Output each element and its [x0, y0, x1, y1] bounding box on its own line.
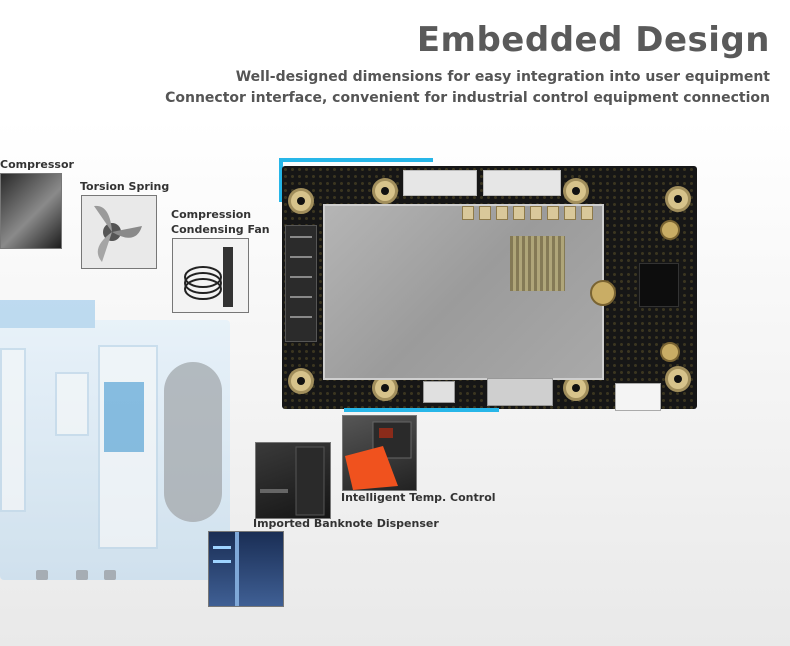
mounting-hole — [665, 186, 691, 212]
pin — [530, 206, 542, 220]
label-compression: Compression — [171, 208, 252, 221]
vending-machine-screen — [55, 372, 89, 436]
board-connector-small — [423, 381, 455, 403]
cabinet-door-image — [208, 531, 284, 607]
pin — [496, 206, 508, 220]
thermostat-icon — [345, 421, 412, 490]
label-compressor: Compressor — [0, 158, 74, 171]
pin-header — [462, 206, 598, 220]
label-condensing-fan: Condensing Fan — [171, 223, 270, 236]
subtitle-connector: Connector interface, convenient for indu… — [165, 90, 770, 106]
vending-machine-side-panel — [0, 348, 26, 512]
pin — [462, 206, 474, 220]
vending-machine-foot — [36, 570, 48, 580]
vending-machine-foot — [76, 570, 88, 580]
mounting-hole — [288, 188, 314, 214]
board-connector-top-left — [403, 170, 477, 196]
compressor-image — [0, 173, 62, 249]
vending-machine-top-sign — [0, 300, 95, 328]
qr-code-sticker — [510, 236, 565, 291]
label-temp-control: Intelligent Temp. Control — [341, 491, 496, 504]
temp-control-image — [342, 415, 417, 491]
label-torsion-spring: Torsion Spring — [80, 180, 170, 193]
mounting-hole — [288, 368, 314, 394]
label-banknote-dispenser: Imported Banknote Dispenser — [253, 517, 439, 530]
board-screw — [590, 280, 616, 306]
mounting-hole — [665, 366, 691, 392]
subtitle-dimensions: Well-designed dimensions for easy integr… — [235, 69, 770, 85]
slot-contact — [290, 296, 312, 298]
antenna-connector — [660, 220, 680, 240]
banknote-dispenser-image — [255, 442, 331, 519]
pin — [581, 206, 593, 220]
door-panel-icon — [213, 532, 239, 606]
fan-icon — [94, 205, 142, 262]
spring-image — [172, 238, 249, 313]
fan-image — [81, 195, 157, 269]
usb-port — [487, 378, 553, 406]
slot-contact — [290, 316, 312, 318]
antenna-connector — [660, 342, 680, 362]
accent-bar-left — [279, 158, 283, 202]
page-title: Embedded Design — [416, 20, 770, 60]
rf-shield — [323, 204, 604, 380]
processor-chip — [639, 263, 679, 307]
pin — [479, 206, 491, 220]
spring-icon — [184, 247, 233, 307]
card-slot — [285, 225, 317, 342]
slot-contact — [290, 276, 312, 278]
vending-machine-window — [164, 362, 222, 522]
slot-contact — [290, 236, 312, 238]
vending-machine-illustration — [0, 300, 230, 590]
power-plug-connector — [615, 383, 661, 411]
vending-machine-foot — [104, 570, 116, 580]
pin — [547, 206, 559, 220]
pin — [564, 206, 576, 220]
slot-contact — [290, 256, 312, 258]
accent-bar-top — [279, 158, 433, 162]
dispenser-icon — [260, 446, 325, 516]
mounting-hole — [563, 178, 589, 204]
mounting-hole — [372, 178, 398, 204]
vending-machine-display — [104, 382, 144, 452]
board-connector-top-right — [483, 170, 561, 196]
accent-bar-bottom — [344, 408, 499, 412]
pin — [513, 206, 525, 220]
